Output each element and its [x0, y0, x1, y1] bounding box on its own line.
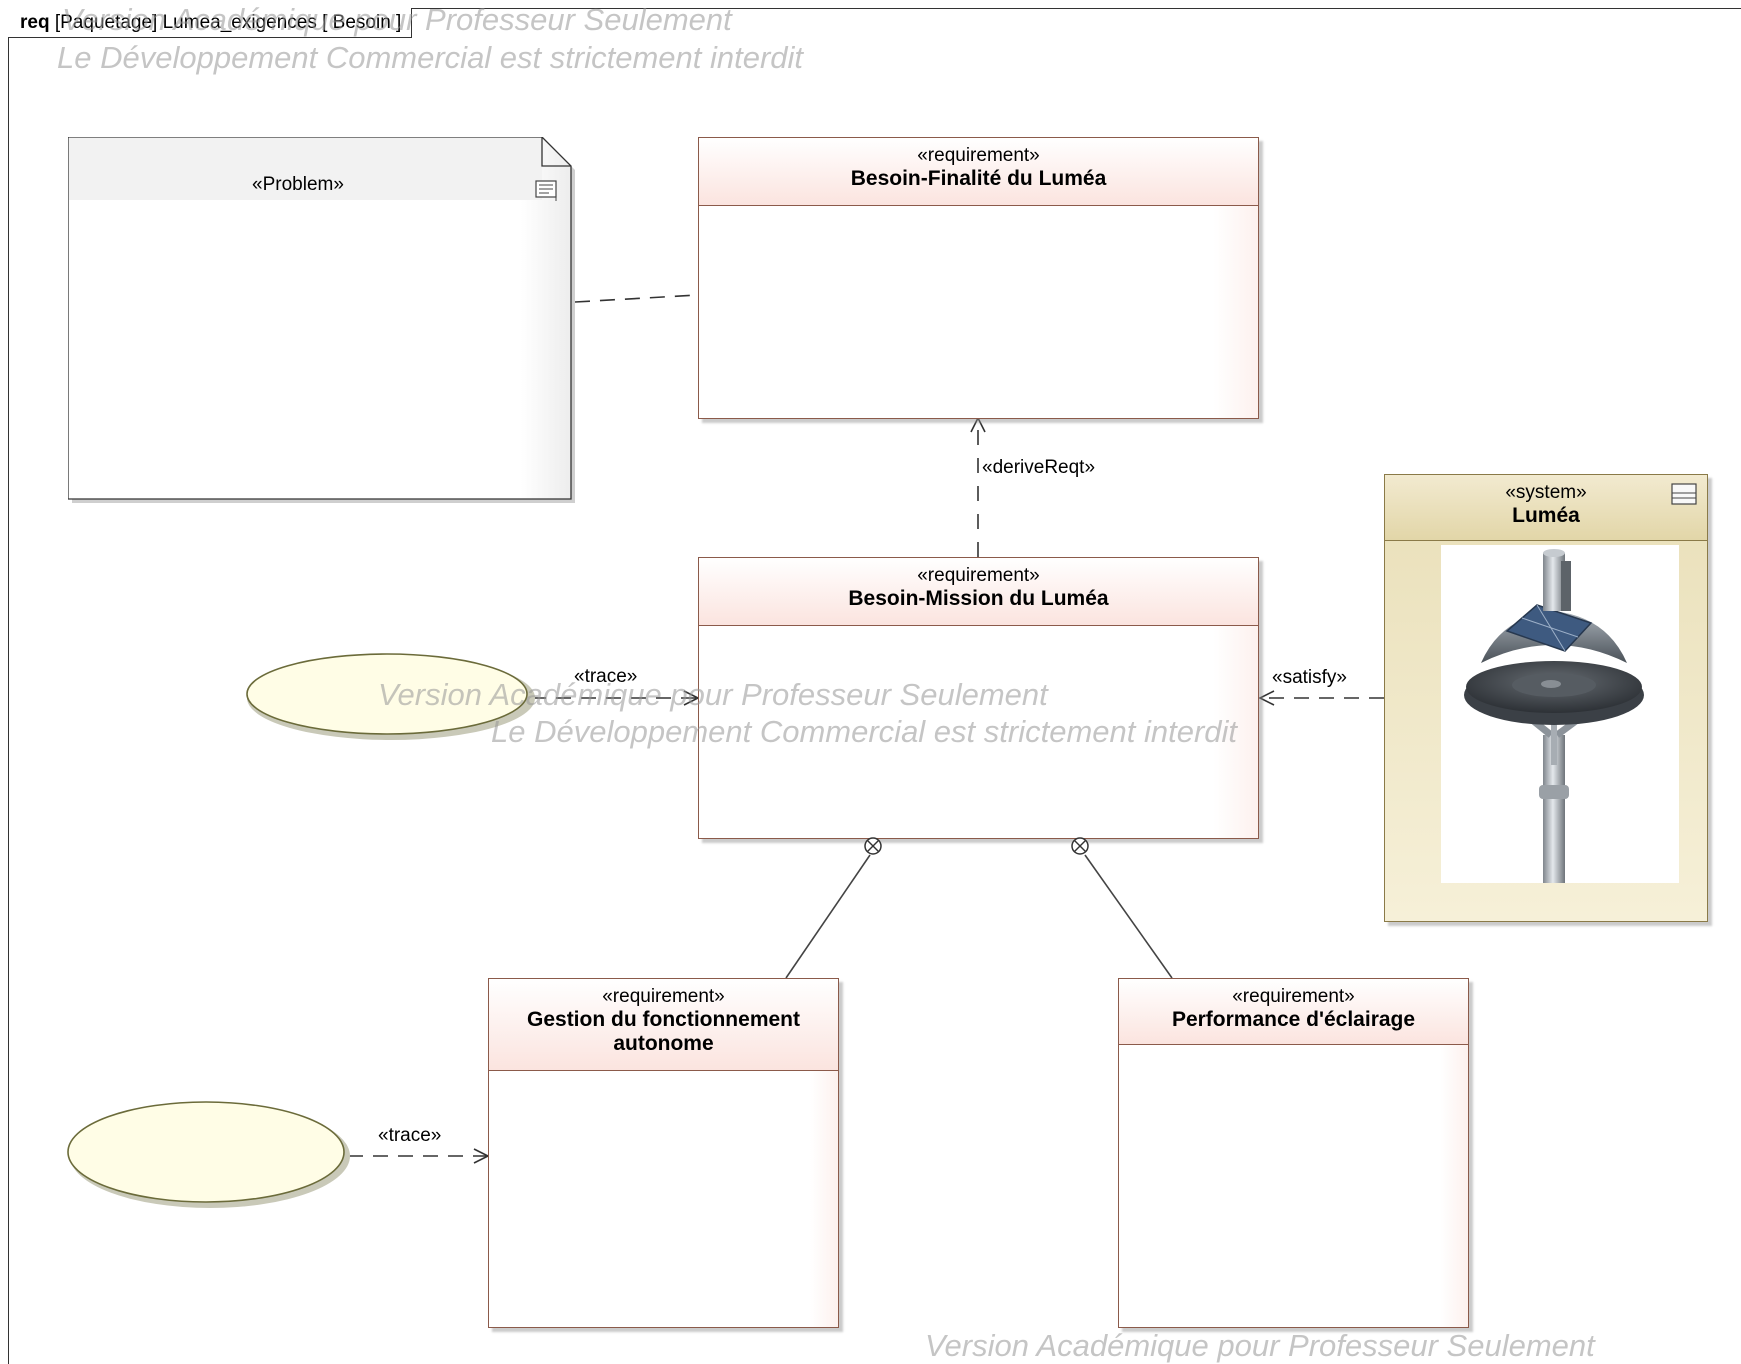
derive-label: «deriveReqt» — [982, 457, 1096, 478]
satisfy-label: «satisfy» — [1272, 667, 1347, 688]
frame-context: [ Besoin ] — [322, 12, 402, 33]
requirement-stereotype: «requirement» — [917, 565, 1040, 586]
block-compartment-icon — [1671, 483, 1697, 505]
note-anchor-line[interactable] — [574, 294, 699, 303]
requirement-besoin-finalite[interactable]: «requirement» Besoin-Finalité du Luméa — [698, 137, 1259, 419]
requirement-body — [699, 626, 1258, 838]
trace-label-2: «trace» — [378, 1125, 442, 1146]
derive-arrowhead — [970, 416, 986, 433]
street-lamp-image — [1441, 545, 1679, 883]
system-name: Luméa — [1512, 504, 1580, 527]
problem-note[interactable]: «Problem» — [68, 137, 575, 503]
requirement-header: «requirement» Besoin-Mission du Luméa — [699, 558, 1258, 626]
requirement-name: Gestion du fonctionnement autonome — [527, 1008, 800, 1055]
system-stereotype: «system» — [1505, 482, 1587, 503]
note-shape — [68, 137, 575, 503]
requirement-stereotype: «requirement» — [917, 145, 1040, 166]
trace-label-1: «trace» — [574, 666, 638, 687]
requirement-name: Besoin-Finalité du Luméa — [850, 167, 1107, 190]
containment-line-performance[interactable] — [1084, 854, 1173, 979]
system-header: «system» Luméa — [1385, 475, 1707, 541]
requirement-stereotype: «requirement» — [1232, 986, 1355, 1007]
requirement-performance-eclairage[interactable]: «requirement» Performance d'éclairage — [1118, 978, 1469, 1328]
satisfy-arrowhead — [1258, 690, 1275, 706]
system-block-lumea[interactable]: «system» Luméa — [1384, 474, 1708, 922]
requirement-header: «requirement» Besoin-Finalité du Luméa — [699, 138, 1258, 206]
requirement-besoin-mission[interactable]: «requirement» Besoin-Mission du Luméa — [698, 557, 1259, 839]
use-case-ellipse-2[interactable] — [66, 1100, 354, 1212]
requirement-gestion-fonctionnement[interactable]: «requirement» Gestion du fonctionnement … — [488, 978, 839, 1328]
note-icon — [535, 180, 557, 201]
frame-header: req [Paquetage] Lumea_exigences [ Besoin… — [8, 8, 413, 38]
requirement-stereotype: «requirement» — [602, 986, 725, 1007]
frame-title: [Paquetage] Lumea_exigences — [54, 12, 317, 33]
frame-kind: req — [20, 12, 50, 33]
requirement-body — [489, 1071, 838, 1327]
requirement-body — [699, 206, 1258, 418]
note-stereotype: «Problem» — [252, 174, 344, 195]
diagram-frame — [8, 8, 1741, 1364]
street-lamp-illustration — [1464, 549, 1644, 883]
requirement-name: Besoin-Mission du Luméa — [848, 587, 1109, 610]
requirement-body — [1119, 1045, 1468, 1327]
use-case-ellipse-1[interactable] — [245, 650, 537, 746]
requirement-name: Performance d'éclairage — [1171, 1008, 1416, 1031]
containment-line-gestion[interactable] — [785, 854, 871, 979]
requirement-header: «requirement» Performance d'éclairage — [1119, 979, 1468, 1045]
requirement-header: «requirement» Gestion du fonctionnement … — [489, 979, 838, 1071]
